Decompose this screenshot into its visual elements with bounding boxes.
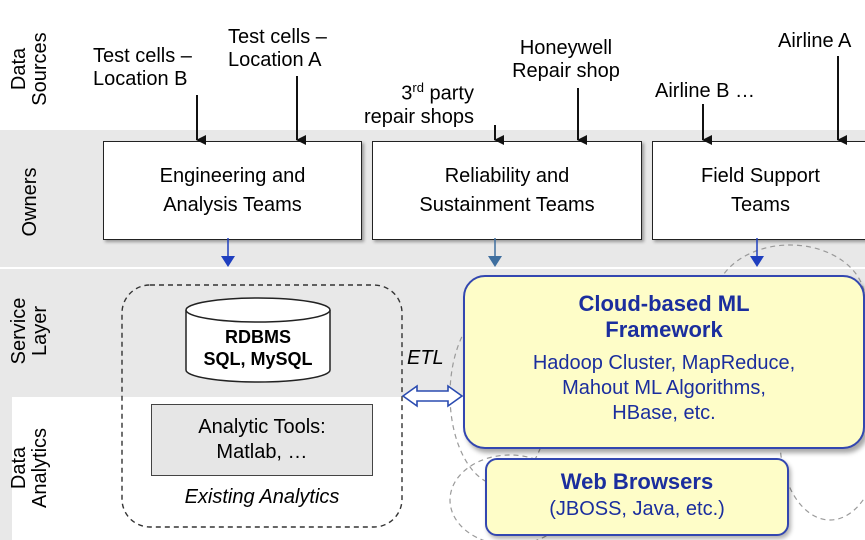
owner-engineering-analysis-teams: Engineering and Analysis Teams: [103, 141, 362, 240]
source-test-cells-location-b: Test cells – Location B: [93, 45, 192, 90]
cloud-ml-framework-box: Cloud-based ML Framework Hadoop Cluster,…: [463, 275, 865, 449]
source-test-cells-location-a: Test cells – Location A: [228, 26, 327, 71]
third-party-number: 3: [401, 82, 413, 105]
source-airline-a: Airline A: [778, 30, 852, 52]
source-third-party-repair-shops: 3rd party repair shops: [338, 76, 474, 129]
etl-double-arrow-icon: [401, 384, 464, 408]
existing-analytics-container: [121, 284, 403, 528]
source-arrows: [196, 56, 847, 145]
owner-field-support-teams: Field Support Teams: [652, 141, 865, 240]
etl-label: ETL: [407, 347, 444, 369]
source-airline-b: Airline B …: [655, 80, 756, 102]
source-honeywell-repair-shop: Honeywell Repair shop: [512, 37, 620, 82]
analytic-tools-box: Analytic Tools: Matlab, …: [151, 404, 373, 476]
rdbms-database-icon: [185, 297, 331, 383]
third-party-superscript: rd: [412, 80, 424, 95]
band-data-sources: [0, 0, 865, 130]
rdbms-label: RDBMS SQL, MySQL: [203, 327, 313, 369]
service-layer-left-strip: [0, 397, 12, 540]
owner-reliability-sustainment-teams: Reliability and Sustainment Teams: [372, 141, 642, 240]
web-browsers-box: Web Browsers (JBOSS, Java, etc.): [485, 458, 789, 536]
existing-analytics-caption: Existing Analytics: [184, 486, 340, 508]
web-browsers-title: Web Browsers: [560, 469, 714, 494]
cloud-ml-framework-details: Hadoop Cluster, MapReduce, Mahout ML Alg…: [532, 352, 796, 424]
third-party-line2: repair shops: [363, 105, 474, 128]
cloud-ml-framework-title: Cloud-based ML Framework: [578, 291, 750, 342]
third-party-rest: party: [423, 82, 474, 105]
web-browsers-details: (JBOSS, Java, etc.): [549, 498, 725, 520]
owner-to-service-arrows: [221, 238, 764, 267]
